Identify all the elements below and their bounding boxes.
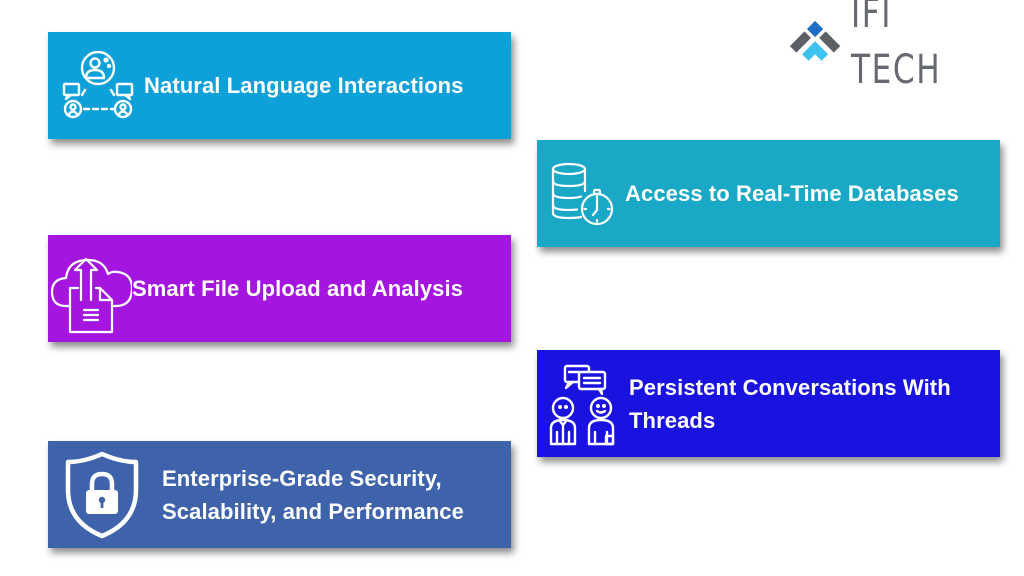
feature-label: Smart File Upload and Analysis <box>132 276 464 301</box>
feature-label: Persistent Conversations With Threads <box>629 374 951 433</box>
feature-card-real-time-databases: Access to Real-Time Databases <box>537 140 1000 247</box>
brand-name: IFI TECH <box>851 0 942 93</box>
feature-label: Access to Real-Time Databases <box>625 181 959 206</box>
feature-label: Enterprise-Grade Security, Scalability, … <box>162 465 464 524</box>
feature-label: Natural Language Interactions <box>144 73 464 98</box>
feature-card-natural-language: Natural Language Interactions <box>48 32 511 139</box>
database-stopwatch-icon <box>547 159 617 229</box>
shield-lock-icon <box>60 450 144 540</box>
feature-card-smart-file-upload: Smart File Upload and Analysis <box>48 235 511 342</box>
cloud-file-upload-icon <box>48 244 132 334</box>
people-chat-network-icon <box>58 46 138 126</box>
two-people-conversation-icon <box>547 362 619 446</box>
feature-card-enterprise-security: Enterprise-Grade Security, Scalability, … <box>48 441 511 548</box>
ifi-tech-logo: IFI TECH <box>785 0 1000 93</box>
diamond-chevron-logo-icon <box>789 20 841 61</box>
feature-card-persistent-conversations: Persistent Conversations With Threads <box>537 350 1000 457</box>
